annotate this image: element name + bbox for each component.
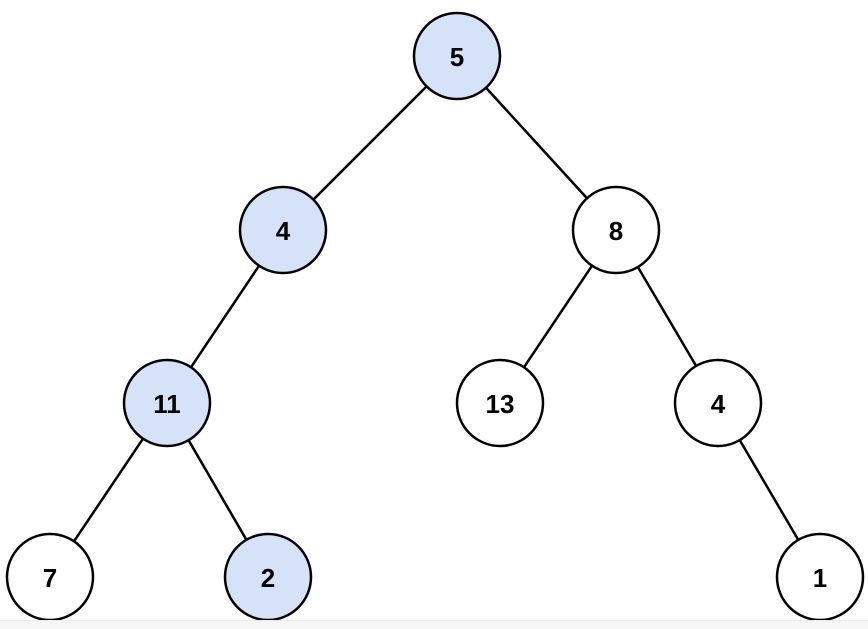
- node-label: 5: [450, 42, 464, 72]
- highlighted-node-circle: [238, 185, 328, 275]
- bottom-band: [0, 620, 868, 629]
- tree-node: 4: [673, 358, 763, 448]
- node-label: 8: [609, 216, 623, 246]
- tree-edge-n11-n2: [187, 439, 248, 541]
- tree-node: 1: [775, 532, 865, 622]
- tree-edge-n11-n7: [72, 437, 145, 543]
- tree-node: 13: [455, 358, 545, 448]
- node-label: 4: [711, 389, 726, 419]
- tree-node: 2: [223, 532, 313, 622]
- tree-edge-n5-n8: [485, 86, 588, 200]
- node-label: 13: [486, 389, 515, 419]
- node-label: 11: [153, 389, 181, 419]
- tree-edge-n4right-n1: [738, 439, 800, 541]
- tree-edge-n8-n4right: [636, 266, 698, 367]
- tree-edge-n8-n13: [522, 265, 594, 368]
- node-circle: [673, 358, 763, 448]
- tree-node: 7: [5, 532, 95, 622]
- tree-edges: [72, 85, 800, 543]
- node-label: 7: [43, 563, 57, 593]
- tree-edge-n5-n4: [312, 85, 428, 201]
- node-label: 2: [261, 563, 275, 593]
- tree-node: 11: [122, 358, 212, 448]
- tree-edge-n4-n11: [189, 265, 261, 368]
- node-circle: [571, 185, 661, 275]
- tree-node: 8: [571, 185, 661, 275]
- tree-nodes: 5 4 8 11 13 4 7 2 1: [5, 11, 865, 622]
- tree-node: 4: [238, 185, 328, 275]
- tree-node: 5: [412, 11, 502, 101]
- node-label: 1: [813, 563, 827, 593]
- node-circle: [455, 358, 545, 448]
- highlighted-node-circle: [412, 11, 502, 101]
- highlighted-node-circle: [122, 358, 212, 448]
- node-label: 4: [276, 216, 291, 246]
